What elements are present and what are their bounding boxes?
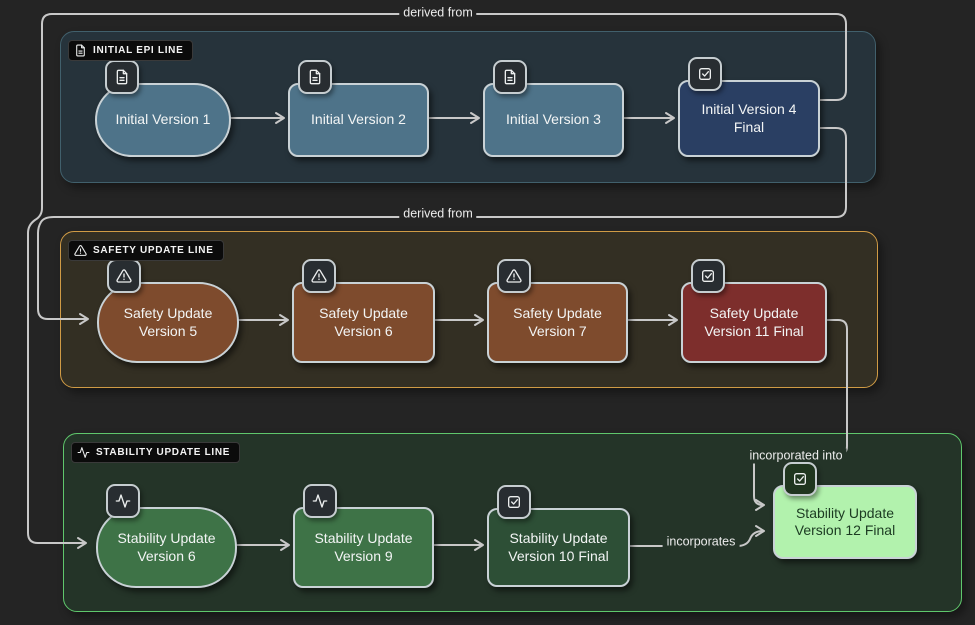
node-label: Stability Update Version 6	[117, 530, 216, 564]
check-square-icon	[792, 471, 808, 487]
node-initial-version-3[interactable]: Initial Version 3	[483, 83, 624, 157]
warning-icon	[311, 268, 327, 284]
check-square-icon	[697, 66, 713, 82]
node-stability-update-version-12-final[interactable]: Stability Update Version 12 Final	[773, 485, 917, 559]
node-badge-stability-update-version-9	[303, 484, 337, 518]
node-label: Safety Update Version 6	[319, 305, 408, 339]
edge-label-derived-from-mid: derived from	[399, 206, 477, 222]
node-label: Initial Version 4 Final	[701, 101, 797, 135]
node-initial-version-4-final[interactable]: Initial Version 4 Final	[678, 80, 820, 157]
lane-header-stability-update-line: STABILITY UPDATE LINE	[71, 442, 241, 463]
document-icon	[502, 69, 518, 85]
node-label: Safety Update Version 7	[513, 305, 602, 339]
node-label: Stability Update Version 12 Final	[794, 504, 896, 538]
check-square-icon	[700, 268, 716, 284]
node-badge-stability-update-version-10-final	[497, 485, 531, 519]
node-label: Stability Update Version 10 Final	[508, 530, 609, 564]
node-badge-safety-update-version-5	[107, 259, 141, 293]
node-label: Initial Version 3	[506, 111, 601, 128]
node-badge-stability-update-version-6	[106, 484, 140, 518]
check-square-icon	[506, 494, 522, 510]
node-safety-update-version-11-final[interactable]: Safety Update Version 11 Final	[681, 282, 827, 363]
node-safety-update-version-7[interactable]: Safety Update Version 7	[487, 282, 628, 363]
node-badge-initial-version-2	[298, 60, 332, 94]
node-stability-update-version-10-final[interactable]: Stability Update Version 10 Final	[487, 508, 630, 587]
warning-icon	[116, 268, 132, 284]
edge-label-incorporates: incorporates	[662, 534, 740, 550]
node-label: Stability Update Version 9	[314, 530, 413, 564]
node-badge-safety-update-version-6	[302, 259, 336, 293]
warning-icon	[74, 244, 87, 257]
pulse-icon	[77, 446, 90, 459]
pulse-icon	[115, 493, 131, 509]
node-badge-initial-version-1	[105, 60, 139, 94]
document-icon	[307, 69, 323, 85]
lane-title: STABILITY UPDATE LINE	[96, 447, 231, 458]
node-badge-initial-version-4-final	[688, 57, 722, 91]
node-stability-update-version-9[interactable]: Stability Update Version 9	[293, 507, 434, 588]
node-stability-update-version-6[interactable]: Stability Update Version 6	[96, 507, 237, 588]
document-icon	[114, 69, 130, 85]
node-label: Initial Version 2	[311, 111, 406, 128]
node-badge-stability-update-version-12-final	[783, 462, 817, 496]
document-icon	[74, 44, 87, 57]
lane-header-safety-update-line: SAFETY UPDATE LINE	[68, 240, 224, 261]
node-badge-safety-update-version-7	[497, 259, 531, 293]
lane-header-initial-epi-line: INITIAL EPI LINE	[68, 40, 194, 61]
warning-icon	[506, 268, 522, 284]
node-initial-version-1[interactable]: Initial Version 1	[95, 83, 231, 157]
node-label: Initial Version 1	[115, 111, 211, 128]
node-safety-update-version-5[interactable]: Safety Update Version 5	[97, 282, 239, 363]
lane-title: SAFETY UPDATE LINE	[93, 245, 214, 256]
node-badge-initial-version-3	[493, 60, 527, 94]
node-label: Safety Update Version 5	[123, 305, 213, 339]
node-label: Safety Update Version 11 Final	[704, 305, 804, 339]
node-initial-version-2[interactable]: Initial Version 2	[288, 83, 429, 157]
node-safety-update-version-6[interactable]: Safety Update Version 6	[292, 282, 435, 363]
pulse-icon	[312, 493, 328, 509]
node-badge-safety-update-version-11-final	[691, 259, 725, 293]
lane-title: INITIAL EPI LINE	[93, 45, 184, 56]
edge-label-derived-from-top: derived from	[399, 5, 477, 21]
